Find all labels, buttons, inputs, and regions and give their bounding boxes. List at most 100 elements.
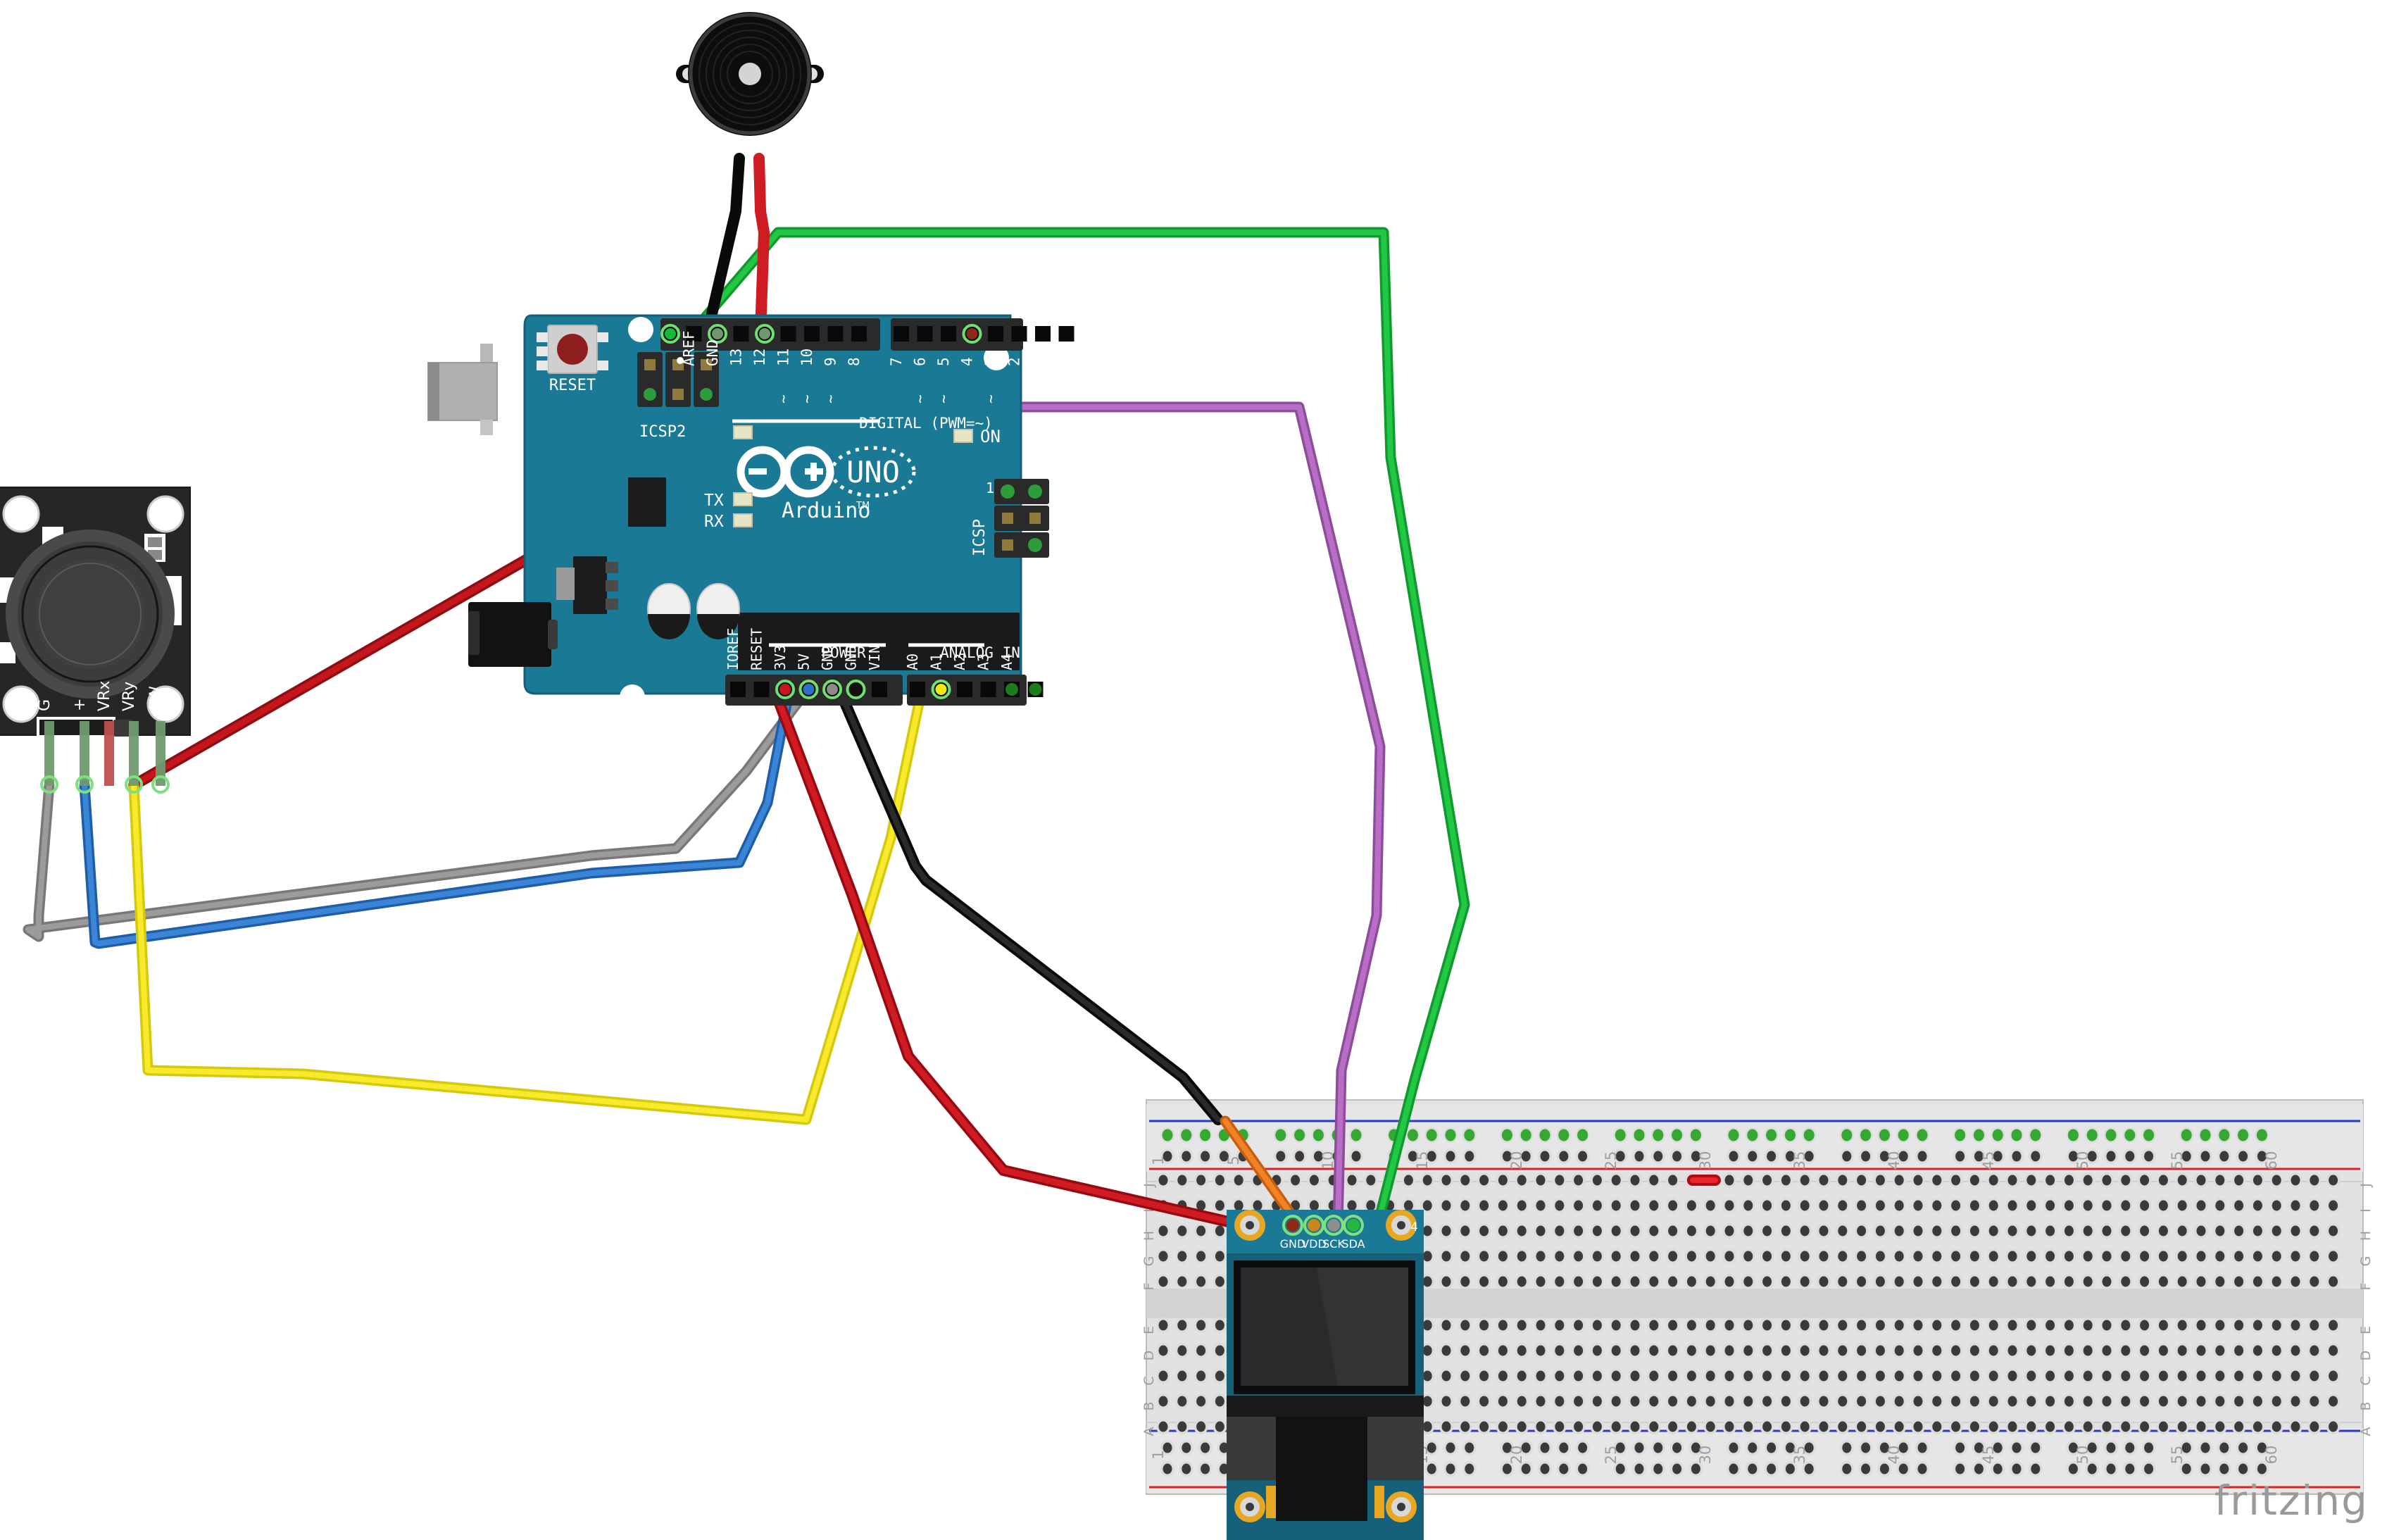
breadboard-hole[interactable] <box>2005 1223 2019 1239</box>
breadboard-hole[interactable] <box>1477 1172 1491 1188</box>
breadboard-hole[interactable] <box>1948 1394 1963 1409</box>
breadboard-hole[interactable] <box>1892 1172 1907 1188</box>
breadboard-hole[interactable] <box>1439 1419 1453 1434</box>
breadboard-hole[interactable] <box>2024 1274 2038 1289</box>
breadboard-hole[interactable] <box>2081 1274 2095 1289</box>
breadboard-hole[interactable] <box>2118 1248 2133 1264</box>
breadboard-rail-hole[interactable] <box>1650 1148 1665 1164</box>
breadboard-hole[interactable] <box>1948 1274 1963 1289</box>
breadboard-hole[interactable] <box>2100 1248 2114 1264</box>
breadboard-hole[interactable] <box>1477 1394 1491 1409</box>
digital-socket[interactable] <box>917 326 933 342</box>
breadboard-hole[interactable] <box>2175 1368 2190 1384</box>
breadboard-hole[interactable] <box>1458 1198 1472 1213</box>
breadboard-hole[interactable] <box>1477 1223 1491 1239</box>
breadboard-hole[interactable] <box>1534 1198 1548 1213</box>
breadboard-hole[interactable] <box>2250 1172 2265 1188</box>
breadboard-hole[interactable] <box>1552 1368 1567 1384</box>
breadboard-hole[interactable] <box>1534 1223 1548 1239</box>
breadboard-hole[interactable] <box>1628 1274 1642 1289</box>
breadboard-hole[interactable] <box>1515 1223 1529 1239</box>
breadboard-hole[interactable] <box>2212 1368 2227 1384</box>
breadboard-hole[interactable] <box>2062 1343 2076 1358</box>
digital-socket[interactable] <box>780 326 796 342</box>
breadboard-hole[interactable] <box>1948 1223 1963 1239</box>
breadboard-rail-hole[interactable] <box>1650 1461 1665 1477</box>
breadboard-hole[interactable] <box>2288 1343 2303 1358</box>
breadboard-hole[interactable] <box>1590 1394 1605 1409</box>
breadboard-rail-hole[interactable] <box>1462 1440 1477 1456</box>
breadboard-rail-hole[interactable] <box>1179 1461 1194 1477</box>
breadboard-hole[interactable] <box>2137 1198 2152 1213</box>
breadboard-hole[interactable] <box>1798 1343 1812 1358</box>
breadboard-hole[interactable] <box>2288 1394 2303 1409</box>
breadboard-hole[interactable] <box>2307 1394 2322 1409</box>
breadboard-hole[interactable] <box>1911 1343 1925 1358</box>
breadboard-rail-hole-live[interactable] <box>1877 1127 1892 1143</box>
breadboard-hole[interactable] <box>1967 1274 1982 1289</box>
breadboard-hole[interactable] <box>1948 1248 1963 1264</box>
breadboard-hole[interactable] <box>1609 1198 1624 1213</box>
breadboard-hole[interactable] <box>1911 1274 1925 1289</box>
breadboard-hole[interactable] <box>1609 1419 1624 1434</box>
breadboard-rail-hole[interactable] <box>1632 1440 1646 1456</box>
breadboard-rail-hole[interactable] <box>1953 1461 1967 1477</box>
breadboard-hole[interactable] <box>2212 1248 2227 1264</box>
breadboard-hole[interactable] <box>1967 1248 1982 1264</box>
breadboard-hole[interactable] <box>2156 1368 2171 1384</box>
breadboard-rail-hole-live[interactable] <box>1783 1127 1798 1143</box>
breadboard-hole[interactable] <box>1534 1343 1548 1358</box>
breadboard-hole[interactable] <box>1232 1172 1246 1188</box>
breadboard-hole[interactable] <box>1948 1343 1963 1358</box>
digital-socket[interactable] <box>1058 326 1075 342</box>
breadboard-rail-hole-live[interactable] <box>2010 1127 2024 1143</box>
breadboard-rail-hole[interactable] <box>1198 1461 1213 1477</box>
breadboard-hole[interactable] <box>1646 1223 1661 1239</box>
breadboard-hole[interactable] <box>1590 1172 1605 1188</box>
breadboard-hole[interactable] <box>1703 1394 1718 1409</box>
breadboard-rail-hole[interactable] <box>1349 1148 1363 1164</box>
breadboard-hole[interactable] <box>2288 1368 2303 1384</box>
breadboard-rail-hole[interactable] <box>2122 1461 2137 1477</box>
breadboard-hole[interactable] <box>2231 1274 2246 1289</box>
breadboard-rail-hole[interactable] <box>2198 1440 2212 1456</box>
breadboard-hole[interactable] <box>1967 1419 1982 1434</box>
breadboard-hole[interactable] <box>1477 1198 1491 1213</box>
breadboard-hole[interactable] <box>1703 1419 1718 1434</box>
breadboard-hole[interactable] <box>1439 1223 1453 1239</box>
breadboard-hole[interactable] <box>2043 1223 2057 1239</box>
breadboard-hole[interactable] <box>2307 1172 2322 1188</box>
breadboard-hole[interactable] <box>1156 1172 1170 1188</box>
breadboard-hole[interactable] <box>1194 1317 1208 1333</box>
breadboard-rail-hole-live[interactable] <box>1273 1127 1288 1143</box>
breadboard-hole[interactable] <box>2118 1223 2133 1239</box>
breadboard-hole[interactable] <box>2212 1172 2227 1188</box>
breadboard-hole[interactable] <box>1477 1317 1491 1333</box>
breadboard-hole[interactable] <box>1534 1274 1548 1289</box>
breadboard-hole[interactable] <box>2250 1343 2265 1358</box>
breadboard-hole[interactable] <box>1458 1317 1472 1333</box>
breadboard-hole[interactable] <box>2175 1172 2190 1188</box>
breadboard-hole[interactable] <box>2307 1248 2322 1264</box>
digital-socket[interactable] <box>827 326 844 342</box>
breadboard-hole[interactable] <box>1458 1419 1472 1434</box>
breadboard-rail-hole[interactable] <box>1443 1148 1458 1164</box>
breadboard-hole[interactable] <box>1439 1274 1453 1289</box>
breadboard-hole[interactable] <box>1571 1172 1586 1188</box>
breadboard-hole[interactable] <box>1911 1198 1925 1213</box>
breadboard-hole[interactable] <box>1665 1343 1680 1358</box>
breadboard-hole[interactable] <box>1665 1248 1680 1264</box>
breadboard-hole[interactable] <box>2175 1274 2190 1289</box>
breadboard-hole[interactable] <box>2081 1419 2095 1434</box>
breadboard-hole[interactable] <box>2194 1343 2208 1358</box>
breadboard-hole[interactable] <box>1817 1317 1831 1333</box>
breadboard-hole[interactable] <box>1892 1317 1907 1333</box>
breadboard-hole[interactable] <box>1967 1317 1982 1333</box>
breadboard-rail-hole[interactable] <box>2122 1440 2137 1456</box>
breadboard-hole[interactable] <box>1873 1368 1888 1384</box>
breadboard-hole[interactable] <box>1684 1317 1699 1333</box>
breadboard-hole[interactable] <box>1571 1248 1586 1264</box>
breadboard-rail-hole[interactable] <box>1745 1148 1760 1164</box>
breadboard-hole[interactable] <box>1929 1317 1944 1333</box>
breadboard-rail-hole[interactable] <box>1538 1461 1552 1477</box>
